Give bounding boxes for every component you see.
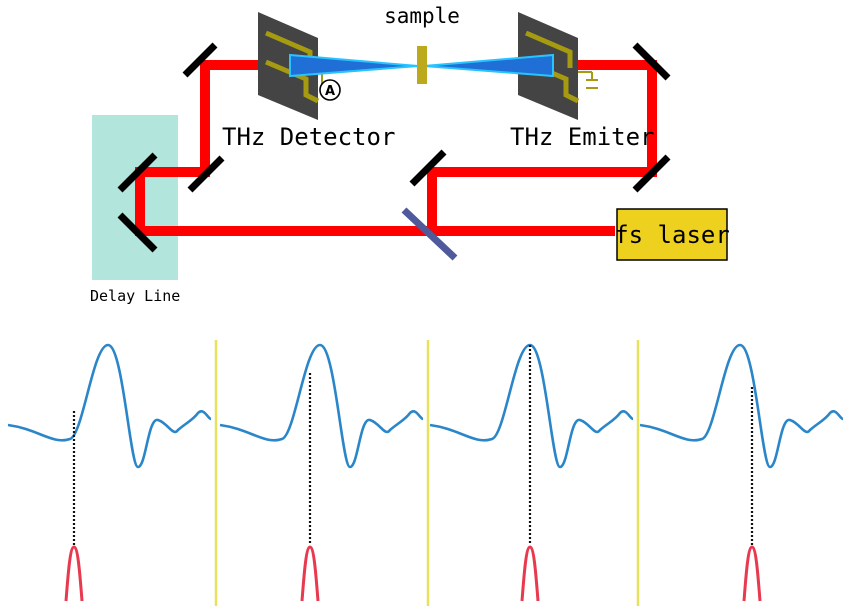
detector-electrode-bottom xyxy=(265,59,320,104)
thz-emitter-label: THz Emiter xyxy=(510,123,655,151)
ammeter-icon xyxy=(319,79,341,101)
thz-waveform xyxy=(429,343,634,469)
emitter-electrode-top xyxy=(525,30,573,68)
probe-pulse xyxy=(300,545,320,602)
probe-pulse xyxy=(742,545,762,602)
waveform-panel-3 xyxy=(429,343,634,602)
thz-waveform xyxy=(219,343,424,469)
mirror-center xyxy=(409,149,447,187)
mirror-top-left xyxy=(182,42,218,78)
waveform-panels xyxy=(7,340,844,606)
thz-cone-emitter-side xyxy=(423,53,554,78)
thz-waveform xyxy=(639,343,844,469)
ammeter-label: A xyxy=(325,84,335,99)
bias-source-icon xyxy=(578,71,598,89)
thz-detector-antenna: A xyxy=(258,12,341,120)
sample-slab xyxy=(417,46,427,84)
delay-line-label: Delay Line xyxy=(90,287,180,305)
waveform-panel-4 xyxy=(639,343,844,602)
fs-laser-box xyxy=(616,208,728,261)
sample-label: sample xyxy=(384,4,460,28)
waveform-panel-2 xyxy=(219,343,424,602)
probe-pulse xyxy=(520,545,540,602)
fs-laser-label: fs laser xyxy=(614,221,730,249)
mirror-mid-right xyxy=(632,154,671,193)
detector-substrate-plate xyxy=(258,12,318,120)
probe-pulse xyxy=(64,545,84,602)
mirrors xyxy=(117,42,671,253)
beam-probe-arm xyxy=(135,60,615,236)
thz-cone-detector-side xyxy=(289,53,419,78)
mirror-top-right xyxy=(632,42,671,81)
mirror-delay-bottom xyxy=(117,212,158,253)
waveform-panel-1 xyxy=(7,343,212,602)
mirror-delay-top xyxy=(117,152,158,193)
thz-detector-label: THz Detector xyxy=(222,123,395,151)
beam-splitter xyxy=(401,207,458,261)
mirror-mid-left xyxy=(187,155,225,193)
thz-waveform xyxy=(7,343,212,469)
